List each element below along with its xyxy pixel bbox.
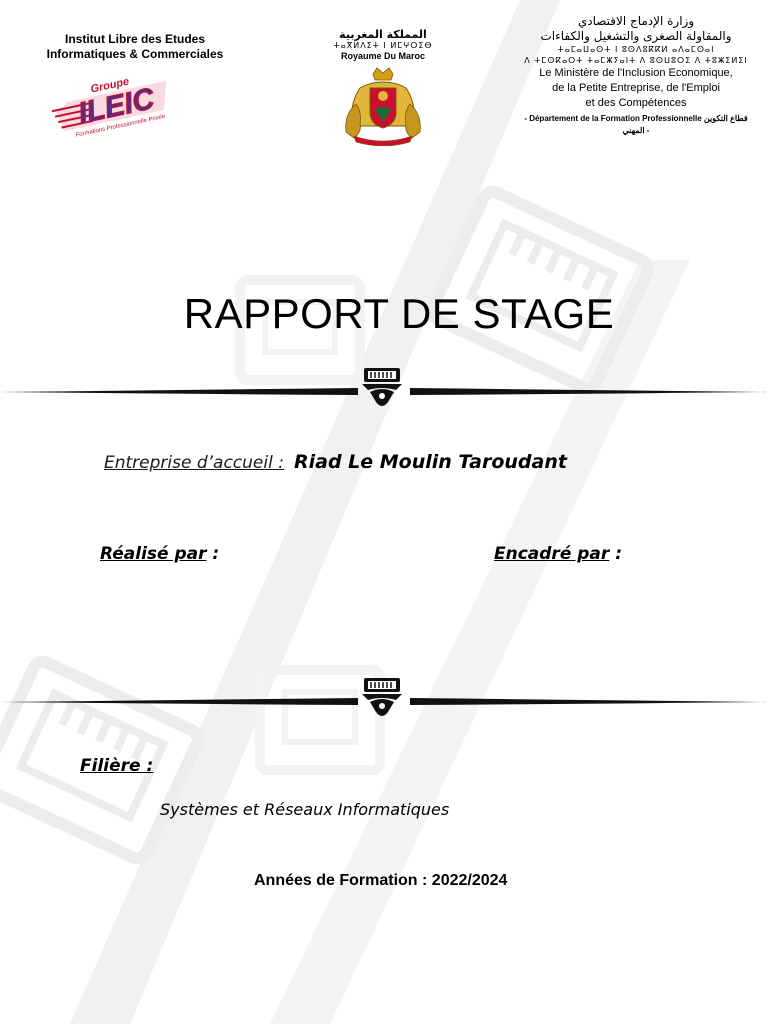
ministry-tifinagh-2: ⴷ ⵜⵎⵙⴽⴰⵔⵜ ⵜⴰⵎⵥⵢⴰⵏⵜ ⴷ ⵓⵙⵡⵓⵔⵉ ⴷ ⵜⵓⵥⵉⵍⵉⵏ bbox=[524, 56, 748, 65]
encadre-par: Encadré par : bbox=[494, 544, 622, 564]
coat-of-arms-icon bbox=[345, 67, 421, 146]
ministry-french-2: de la Petite Entreprise, de l'Emploi bbox=[552, 82, 720, 94]
ornament-icon bbox=[362, 368, 402, 406]
ileic-logo: Groupe ILEIC Formations Professionnelle … bbox=[51, 76, 167, 139]
page-title: RAPPORT DE STAGE bbox=[183, 290, 615, 337]
kingdom-arabic: المملكة المغربية bbox=[339, 28, 427, 41]
ministry-header: وزارة الإدماج الاقتصادي والمقاولة الصغرى… bbox=[516, 14, 756, 137]
ornament-divider bbox=[0, 678, 768, 716]
host-company: Entreprise d’accueil : Riad Le Moulin Tar… bbox=[104, 451, 567, 473]
encadre-par-label: Encadré par bbox=[494, 544, 610, 564]
ministry-tifinagh-1: ⵜⴰⵎⴰⵡⴰⵙⵜ ⵏ ⵓⵙⴷⵓⴽⴽⵍ ⴰⴷⴰⵎⵙⴰⵏ bbox=[557, 45, 715, 54]
ministry-arabic-1: وزارة الإدماج الاقتصادي bbox=[577, 14, 695, 28]
encadre-par-colon: : bbox=[609, 544, 623, 564]
realise-par-colon: : bbox=[206, 544, 220, 564]
institute-line-1: Institut Libre des Etudes bbox=[64, 32, 205, 46]
filiere-value: Systèmes et Réseaux Informatiques bbox=[160, 800, 450, 819]
host-company-label: Entreprise d’accueil : bbox=[104, 453, 284, 473]
filiere-label-text: Filière : bbox=[80, 756, 154, 776]
ornament-icon bbox=[362, 678, 402, 716]
ministry-french-1: Le Ministère de l'Inclusion Economique, bbox=[539, 67, 733, 79]
realise-par-label: Réalisé par bbox=[100, 544, 207, 564]
ornament-divider bbox=[0, 368, 768, 406]
ministry-french-3: et des Compétences bbox=[585, 97, 687, 109]
institute-name: Institut Libre des Etudes Informatiques … bbox=[30, 32, 240, 62]
training-years: Années de Formation : 2022/2024 bbox=[254, 872, 508, 889]
department-line: - Département de la Formation Profession… bbox=[524, 114, 748, 135]
ministry-arabic-2: والمقاولة الصغرى والتشغيل والكفاءات bbox=[540, 29, 732, 43]
kingdom-french: Royaume Du Maroc bbox=[340, 51, 426, 61]
host-company-value: Riad Le Moulin Taroudant bbox=[293, 451, 567, 473]
kingdom-tifinagh: ⵜⴰⴳⵍⴷⵉⵜ ⵏ ⵍⵎⵖⵔⵉⴱ bbox=[333, 41, 433, 50]
kingdom-header: المملكة المغربية ⵜⴰⴳⵍⴷⵉⵜ ⵏ ⵍⵎⵖⵔⵉⴱ Royaum… bbox=[318, 28, 448, 61]
realise-par: Réalisé par : bbox=[100, 544, 219, 564]
institute-line-2: Informatiques & Commerciales bbox=[46, 47, 224, 61]
filiere-label: Filière : bbox=[80, 756, 153, 776]
